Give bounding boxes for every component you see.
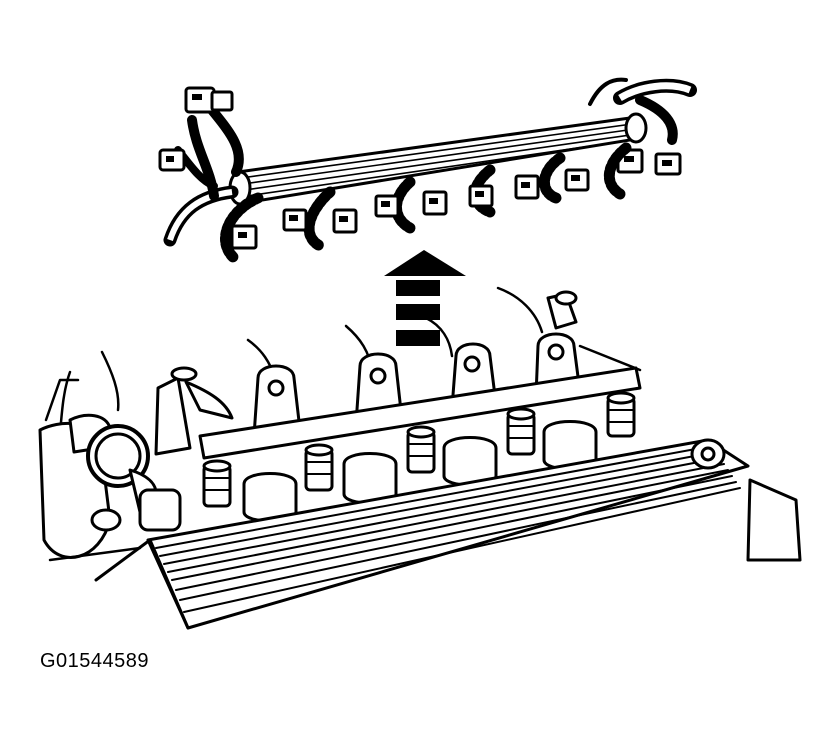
harness-left-cluster [158, 86, 244, 201]
left-engine-components [38, 366, 234, 562]
engine-illustration [38, 77, 802, 630]
arrow-up-icon [384, 250, 466, 346]
injector-connectors [230, 168, 590, 250]
engine-lower-assembly [38, 286, 802, 630]
fuel-injectors [202, 391, 636, 508]
fuel-rail-assembly [158, 77, 697, 264]
figure-id-label: G01544589 [40, 650, 150, 672]
injector-seats [242, 420, 598, 523]
installed-fuel-rail [94, 438, 802, 630]
